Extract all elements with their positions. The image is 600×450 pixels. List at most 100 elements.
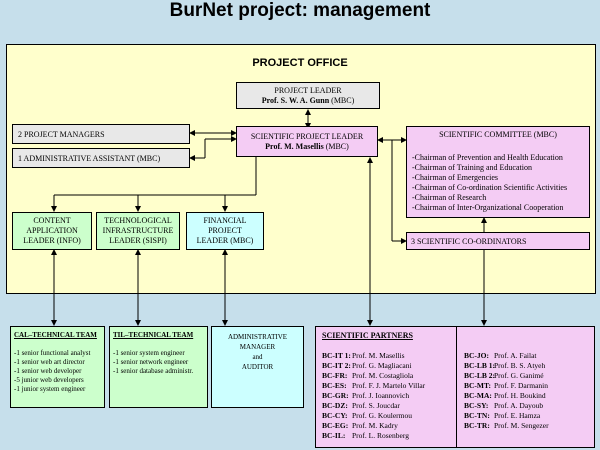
admin-manager-line: and [252, 353, 263, 361]
partner-name: Prof. L. Rosenberg [352, 431, 409, 440]
cal-team-box: CAL–TECHNICAL TEAM -1 senior functional … [10, 326, 105, 408]
partner-name: Prof. F. J. Martelo Villar [352, 381, 426, 390]
scientific-leader-role: SCIENTIFIC PROJECT LEADER [250, 132, 364, 141]
partner-row: BC-DZ: Prof. S. Joucdar [322, 401, 425, 411]
partner-code: BC-EG: [322, 421, 349, 430]
partner-name: Prof. M. Masellis [352, 351, 405, 360]
admin-manager-line: AUDITOR [241, 363, 274, 371]
partner-name: Prof. J. Ioannovich [352, 391, 410, 400]
committee-list: -Chairman of Prevention and Health Educa… [407, 153, 589, 213]
partner-row: BC-JO: Prof. A. Failat [464, 351, 549, 361]
partner-name: Prof. M. Costagliola [352, 371, 414, 380]
partners-right-list: BC-JO: Prof. A. Failat BC-LB 1:Prof. B. S… [464, 351, 549, 431]
partner-code: BC-MA: [464, 391, 492, 400]
partner-name: Prof. A. Failat [494, 351, 537, 360]
partner-row: BC-IT 2:Prof. G. Magliacani [322, 361, 425, 371]
cal-team-item: -1 senior functional analyst [14, 349, 91, 357]
partner-code: BC-CY: [322, 411, 348, 420]
project-leader-box: PROJECT LEADER Prof. S. W. A. Gunn (MBC) [236, 82, 380, 109]
partner-row: BC-CY: Prof. G. Koulermou [322, 411, 425, 421]
content-leader-line: CONTENT [33, 216, 71, 225]
partner-code: BC-GR: [322, 391, 349, 400]
partner-code: BC-MT: [464, 381, 491, 390]
partner-row: BC-MT:Prof. F. Darmanin [464, 381, 549, 391]
partner-name: Prof. G. Magliacani [352, 361, 412, 370]
partner-code: BC-IT 2: [322, 361, 351, 370]
til-team-item: -1 senior database administr. [113, 367, 194, 375]
partner-row: BC-GR:Prof. J. Ioannovich [322, 391, 425, 401]
partner-row: BC-MA:Prof. H. Boukind [464, 391, 549, 401]
cal-team-item: -1 senior web art director [14, 358, 85, 366]
financial-leader-box: FINANCIAL PROJECT LEADER (MBC) [186, 212, 264, 250]
committee-item: -Chairman of Research [412, 193, 487, 202]
cal-team-item: -5 junior web developers [14, 376, 84, 384]
til-team-item: -1 senior system engineer [113, 349, 185, 357]
diagram-title: BurNet project: management [169, 0, 431, 21]
committee-item: -Chairman of Prevention and Health Educa… [412, 153, 563, 162]
financial-leader-line: FINANCIAL [203, 216, 247, 225]
admin-manager-line: MANAGER [239, 343, 276, 351]
scientific-committee-box: SCIENTIFIC COMMITTEE (MBC) -Chairman of … [406, 126, 590, 218]
project-managers-box: 2 PROJECT MANAGERS [12, 124, 190, 144]
partner-row: BC-LB 2:Prof. G. Ganimé [464, 371, 549, 381]
partners-left-list: BC-IT 1:Prof. M. Masellis BC-IT 2:Prof. … [322, 351, 425, 441]
partner-name: Prof. G. Koulermou [352, 411, 412, 420]
scientific-leader-box: SCIENTIFIC PROJECT LEADER Prof. M. Masel… [236, 126, 378, 157]
cal-team-list: -1 senior functional analyst -1 senior w… [14, 349, 104, 394]
partner-row: BC-FR: Prof. M. Costagliola [322, 371, 425, 381]
partner-code: BC-IT 1: [322, 351, 351, 360]
content-leader-box: CONTENT APPLICATION LEADER (INFO) [12, 212, 92, 250]
tech-leader-box: TECHNOLOGICAL INFRASTRUCTURE LEADER (SIS… [96, 212, 180, 250]
partner-row: BC-TR: Prof. M. Sengezer [464, 421, 549, 431]
partners-title: SCIENTIFIC PARTNERS [322, 331, 413, 340]
partner-code: BC-ES: [322, 381, 347, 390]
coordinators-box: 3 SCIENTIFIC CO-ORDINATORS [406, 232, 590, 250]
partner-name: Prof. M. Sengezer [494, 421, 549, 430]
til-team-list: -1 senior system engineer -1 senior netw… [113, 349, 207, 376]
committee-item: -Chairman of Training and Education [412, 163, 532, 172]
partner-code: BC-LB 1: [464, 361, 496, 370]
partner-name: Prof. G. Ganimé [494, 371, 544, 380]
partner-row: BC-IL: Prof. L. Rosenberg [322, 431, 425, 441]
committee-item: -Chairman of Emergencies [412, 173, 499, 182]
admin-manager-line: ADMINISTRATIVE [227, 333, 288, 341]
partner-row: BC-IT 1:Prof. M. Masellis [322, 351, 425, 361]
project-leader-role: PROJECT LEADER [274, 86, 342, 95]
committee-item: -Chairman of Inter-Organizational Cooper… [412, 203, 564, 212]
partners-divider [456, 327, 457, 447]
content-leader-line: LEADER (INFO) [23, 236, 81, 245]
project-leader-name: Prof. S. W. A. Gunn [261, 96, 330, 105]
cal-team-title: CAL–TECHNICAL TEAM [14, 331, 97, 339]
committee-title: SCIENTIFIC COMMITTEE (MBC) [439, 130, 557, 139]
partner-code: BC-JO: [464, 351, 489, 360]
tech-leader-line: INFRASTRUCTURE [102, 226, 174, 235]
partner-row: BC-SY: Prof. A. Dayoub [464, 401, 549, 411]
partner-name: Prof. A. Dayoub [494, 401, 544, 410]
partner-row: BC-TN:Prof. E. Hamza [464, 411, 549, 421]
financial-leader-line: PROJECT [208, 226, 242, 235]
content-leader-line: APPLICATION [26, 226, 78, 235]
partner-row: BC-LB 1:Prof. B. S. Atyeh [464, 361, 549, 371]
partner-code: BC-DZ: [322, 401, 348, 410]
partner-code: BC-LB 2: [464, 371, 496, 380]
cal-team-item: -1 junior system engineer [14, 385, 86, 393]
project-leader-affil: (MBC) [331, 96, 355, 105]
partner-name: Prof. F. Darmanin [494, 381, 548, 390]
til-team-title: TIL–TECHNICAL TEAM [113, 331, 194, 339]
partner-code: BC-SY: [464, 401, 489, 410]
partner-name: Prof. S. Joucdar [352, 401, 400, 410]
cal-team-item: -1 senior web developer [14, 367, 82, 375]
partner-code: BC-TR: [464, 421, 490, 430]
partner-code: BC-IL: [322, 431, 346, 440]
partner-code: BC-FR: [322, 371, 348, 380]
tech-leader-line: LEADER (SISPI) [109, 236, 167, 245]
partner-row: BC-ES: Prof. F. J. Martelo Villar [322, 381, 425, 391]
partner-name: Prof. M. Kadry [352, 421, 398, 430]
financial-leader-line: LEADER (MBC) [196, 236, 254, 245]
committee-item: -Chairman of Co-ordination Scientific Ac… [412, 183, 568, 192]
partner-row: BC-EG:Prof. M. Kadry [322, 421, 425, 431]
scientific-leader-affil: (MBC) [325, 142, 349, 151]
scientific-partners-box: SCIENTIFIC PARTNERS BC-IT 1:Prof. M. Mas… [315, 326, 595, 448]
admin-assistant-box: 1 ADMINISTRATIVE ASSISTANT (MBC) [12, 148, 190, 168]
